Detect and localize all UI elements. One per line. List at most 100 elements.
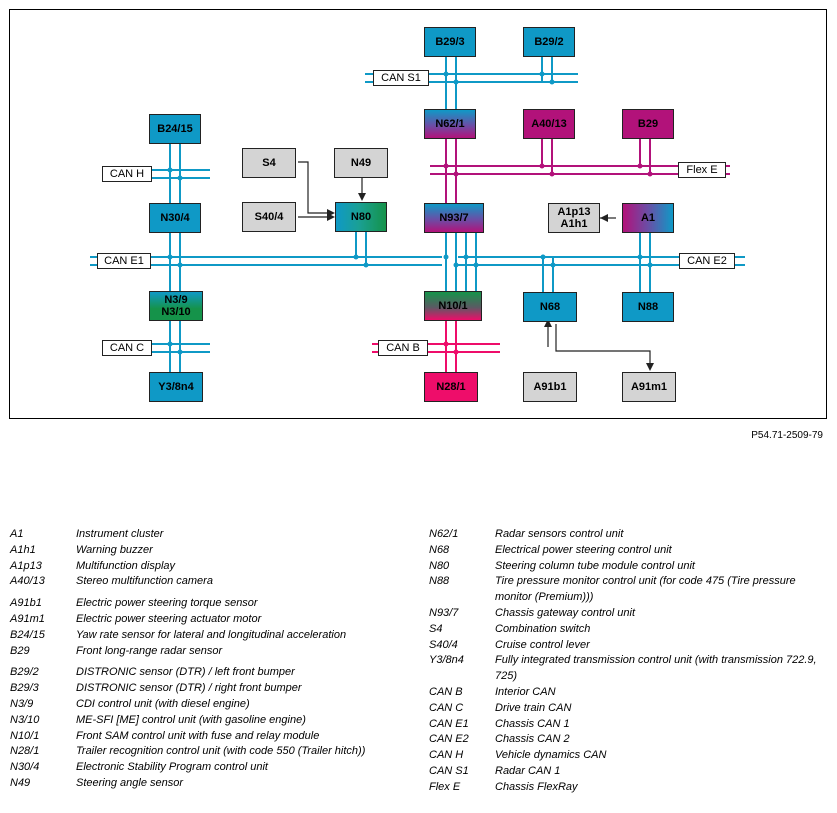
legend-code: N93/7 bbox=[429, 606, 459, 619]
legend-code: N62/1 bbox=[429, 528, 459, 540]
legend-description: Electronic Stability Program control uni… bbox=[76, 761, 268, 774]
n80-box: N80 bbox=[335, 202, 387, 232]
network-topology-diagram: CAN S1 CAN H CAN E1 CAN E2 CAN C CAN B F… bbox=[9, 9, 827, 419]
can-b-junction-dots bbox=[443, 341, 459, 355]
legend-code: N3/9 bbox=[10, 697, 34, 710]
legend-code: N10/1 bbox=[10, 729, 40, 742]
can-b-label: CAN B bbox=[378, 340, 428, 356]
a1-box: A1 bbox=[622, 203, 674, 233]
legend-code: CAN H bbox=[429, 749, 464, 762]
legend-code: A1 bbox=[10, 528, 24, 540]
legend-description: Electric power steering torque sensor bbox=[76, 597, 258, 610]
legend-code: A91m1 bbox=[10, 612, 45, 625]
legend-description: Front SAM control unit with fuse and rel… bbox=[76, 729, 320, 742]
a91b1-box: A91b1 bbox=[523, 372, 577, 402]
legend-description: Electrical power steering control unit bbox=[495, 543, 672, 556]
legend-row: CAN H Vehicle dynamics CAN bbox=[429, 748, 829, 764]
legend-description: Radar CAN 1 bbox=[495, 764, 561, 777]
legend-description: Electric power steering actuator motor bbox=[76, 612, 262, 625]
a40-13-box: A40/13 bbox=[523, 109, 575, 139]
legend-description: Trailer recognition control unit (with c… bbox=[76, 745, 366, 758]
legend-code: B24/15 bbox=[10, 628, 45, 641]
legend-description: Fully integrated transmission control un… bbox=[495, 654, 817, 683]
b29-2-box: B29/2 bbox=[523, 27, 575, 57]
b24-15-box: B24/15 bbox=[149, 114, 201, 144]
legend-row: CAN B Interior CAN bbox=[429, 685, 829, 701]
n88-box: N88 bbox=[622, 292, 674, 322]
legend-description: ME-SFI [ME] control unit (with gasoline … bbox=[76, 713, 306, 726]
can-s1-label: CAN S1 bbox=[373, 70, 429, 86]
legend-description: Interior CAN bbox=[495, 685, 556, 698]
bus-junction-dots bbox=[167, 71, 653, 355]
legend-row: S4 Combination switch bbox=[429, 622, 829, 638]
legend-description: DISTRONIC sensor (DTR) / left front bump… bbox=[76, 666, 295, 679]
legend-code: CAN B bbox=[429, 685, 463, 698]
can-e2-label: CAN E2 bbox=[679, 253, 735, 269]
s4-box: S4 bbox=[242, 148, 296, 178]
legend-row: Y3/8n4 Fully integrated transmission cont… bbox=[429, 653, 829, 685]
legend-description: Front long-range radar sensor bbox=[76, 644, 223, 657]
legend-row: N49 Steering angle sensor bbox=[10, 776, 422, 792]
legend-row: N3/10 ME-SFI [ME] control unit (with gaso… bbox=[10, 713, 422, 729]
legend-description: Multifunction display bbox=[76, 559, 176, 572]
a1p13-a1h1-box: A1p13 A1h1 bbox=[548, 203, 600, 233]
legend-code: B29 bbox=[10, 644, 30, 657]
a91m1-box: A91m1 bbox=[622, 372, 676, 402]
legend-row: B24/15 Yaw rate sensor for lateral and lo… bbox=[10, 628, 422, 644]
legend-row: B29/2 DISTRONIC sensor (DTR) / left front… bbox=[10, 665, 422, 681]
legend-description: Chassis CAN 2 bbox=[495, 733, 570, 746]
legend-code: N88 bbox=[429, 575, 450, 588]
legend-description: CDI control unit (with diesel engine) bbox=[76, 697, 250, 710]
legend-code: B29/2 bbox=[10, 666, 39, 679]
legend-description: Chassis FlexRay bbox=[495, 780, 578, 793]
n28-1-box: N28/1 bbox=[424, 372, 478, 402]
legend-description: Yaw rate sensor for lateral and longitud… bbox=[76, 628, 347, 641]
legend-row: N62/1 Radar sensors control unit bbox=[429, 527, 829, 543]
arrowheads bbox=[327, 193, 654, 371]
n49-box: N49 bbox=[334, 148, 388, 178]
n3-9-n3-10-box: N3/9 N3/10 bbox=[149, 291, 203, 321]
legend-description: Radar sensors control unit bbox=[495, 528, 624, 540]
legend-row: CAN S1 Radar CAN 1 bbox=[429, 764, 829, 780]
can-c-label: CAN C bbox=[102, 340, 152, 356]
n68-box: N68 bbox=[523, 292, 577, 322]
n62-1-box: N62/1 bbox=[424, 109, 476, 139]
legend-code: S4 bbox=[429, 622, 443, 635]
legend-description: Steering angle sensor bbox=[76, 776, 184, 789]
legend-description: Combination switch bbox=[495, 622, 591, 635]
legend-code: N49 bbox=[10, 776, 31, 789]
legend-code: CAN E1 bbox=[429, 717, 469, 730]
legend-code: Y3/8n4 bbox=[429, 654, 464, 667]
legend-code: N3/10 bbox=[10, 713, 40, 726]
legend-code: CAN C bbox=[429, 701, 464, 714]
legend-code: CAN S1 bbox=[429, 764, 469, 777]
legend-description: Vehicle dynamics CAN bbox=[495, 749, 607, 762]
legend-description: DISTRONIC sensor (DTR) / right front bum… bbox=[76, 682, 302, 695]
legend-description: Cruise control lever bbox=[495, 638, 590, 651]
legend-row: N68 Electrical power steering control uni… bbox=[429, 543, 829, 559]
legend-code: A40/13 bbox=[10, 575, 45, 588]
legend-code: N80 bbox=[429, 559, 450, 572]
b29-3-box: B29/3 bbox=[424, 27, 476, 57]
legend-code: A1h1 bbox=[10, 543, 36, 556]
legend-row: B29 Front long-range radar sensor bbox=[10, 644, 422, 660]
legend-code: B29/3 bbox=[10, 682, 39, 695]
legend-description: Instrument cluster bbox=[76, 528, 164, 540]
legend-code: N30/4 bbox=[10, 761, 40, 774]
can-e1-label: CAN E1 bbox=[97, 253, 151, 269]
legend-code: N68 bbox=[429, 543, 450, 556]
